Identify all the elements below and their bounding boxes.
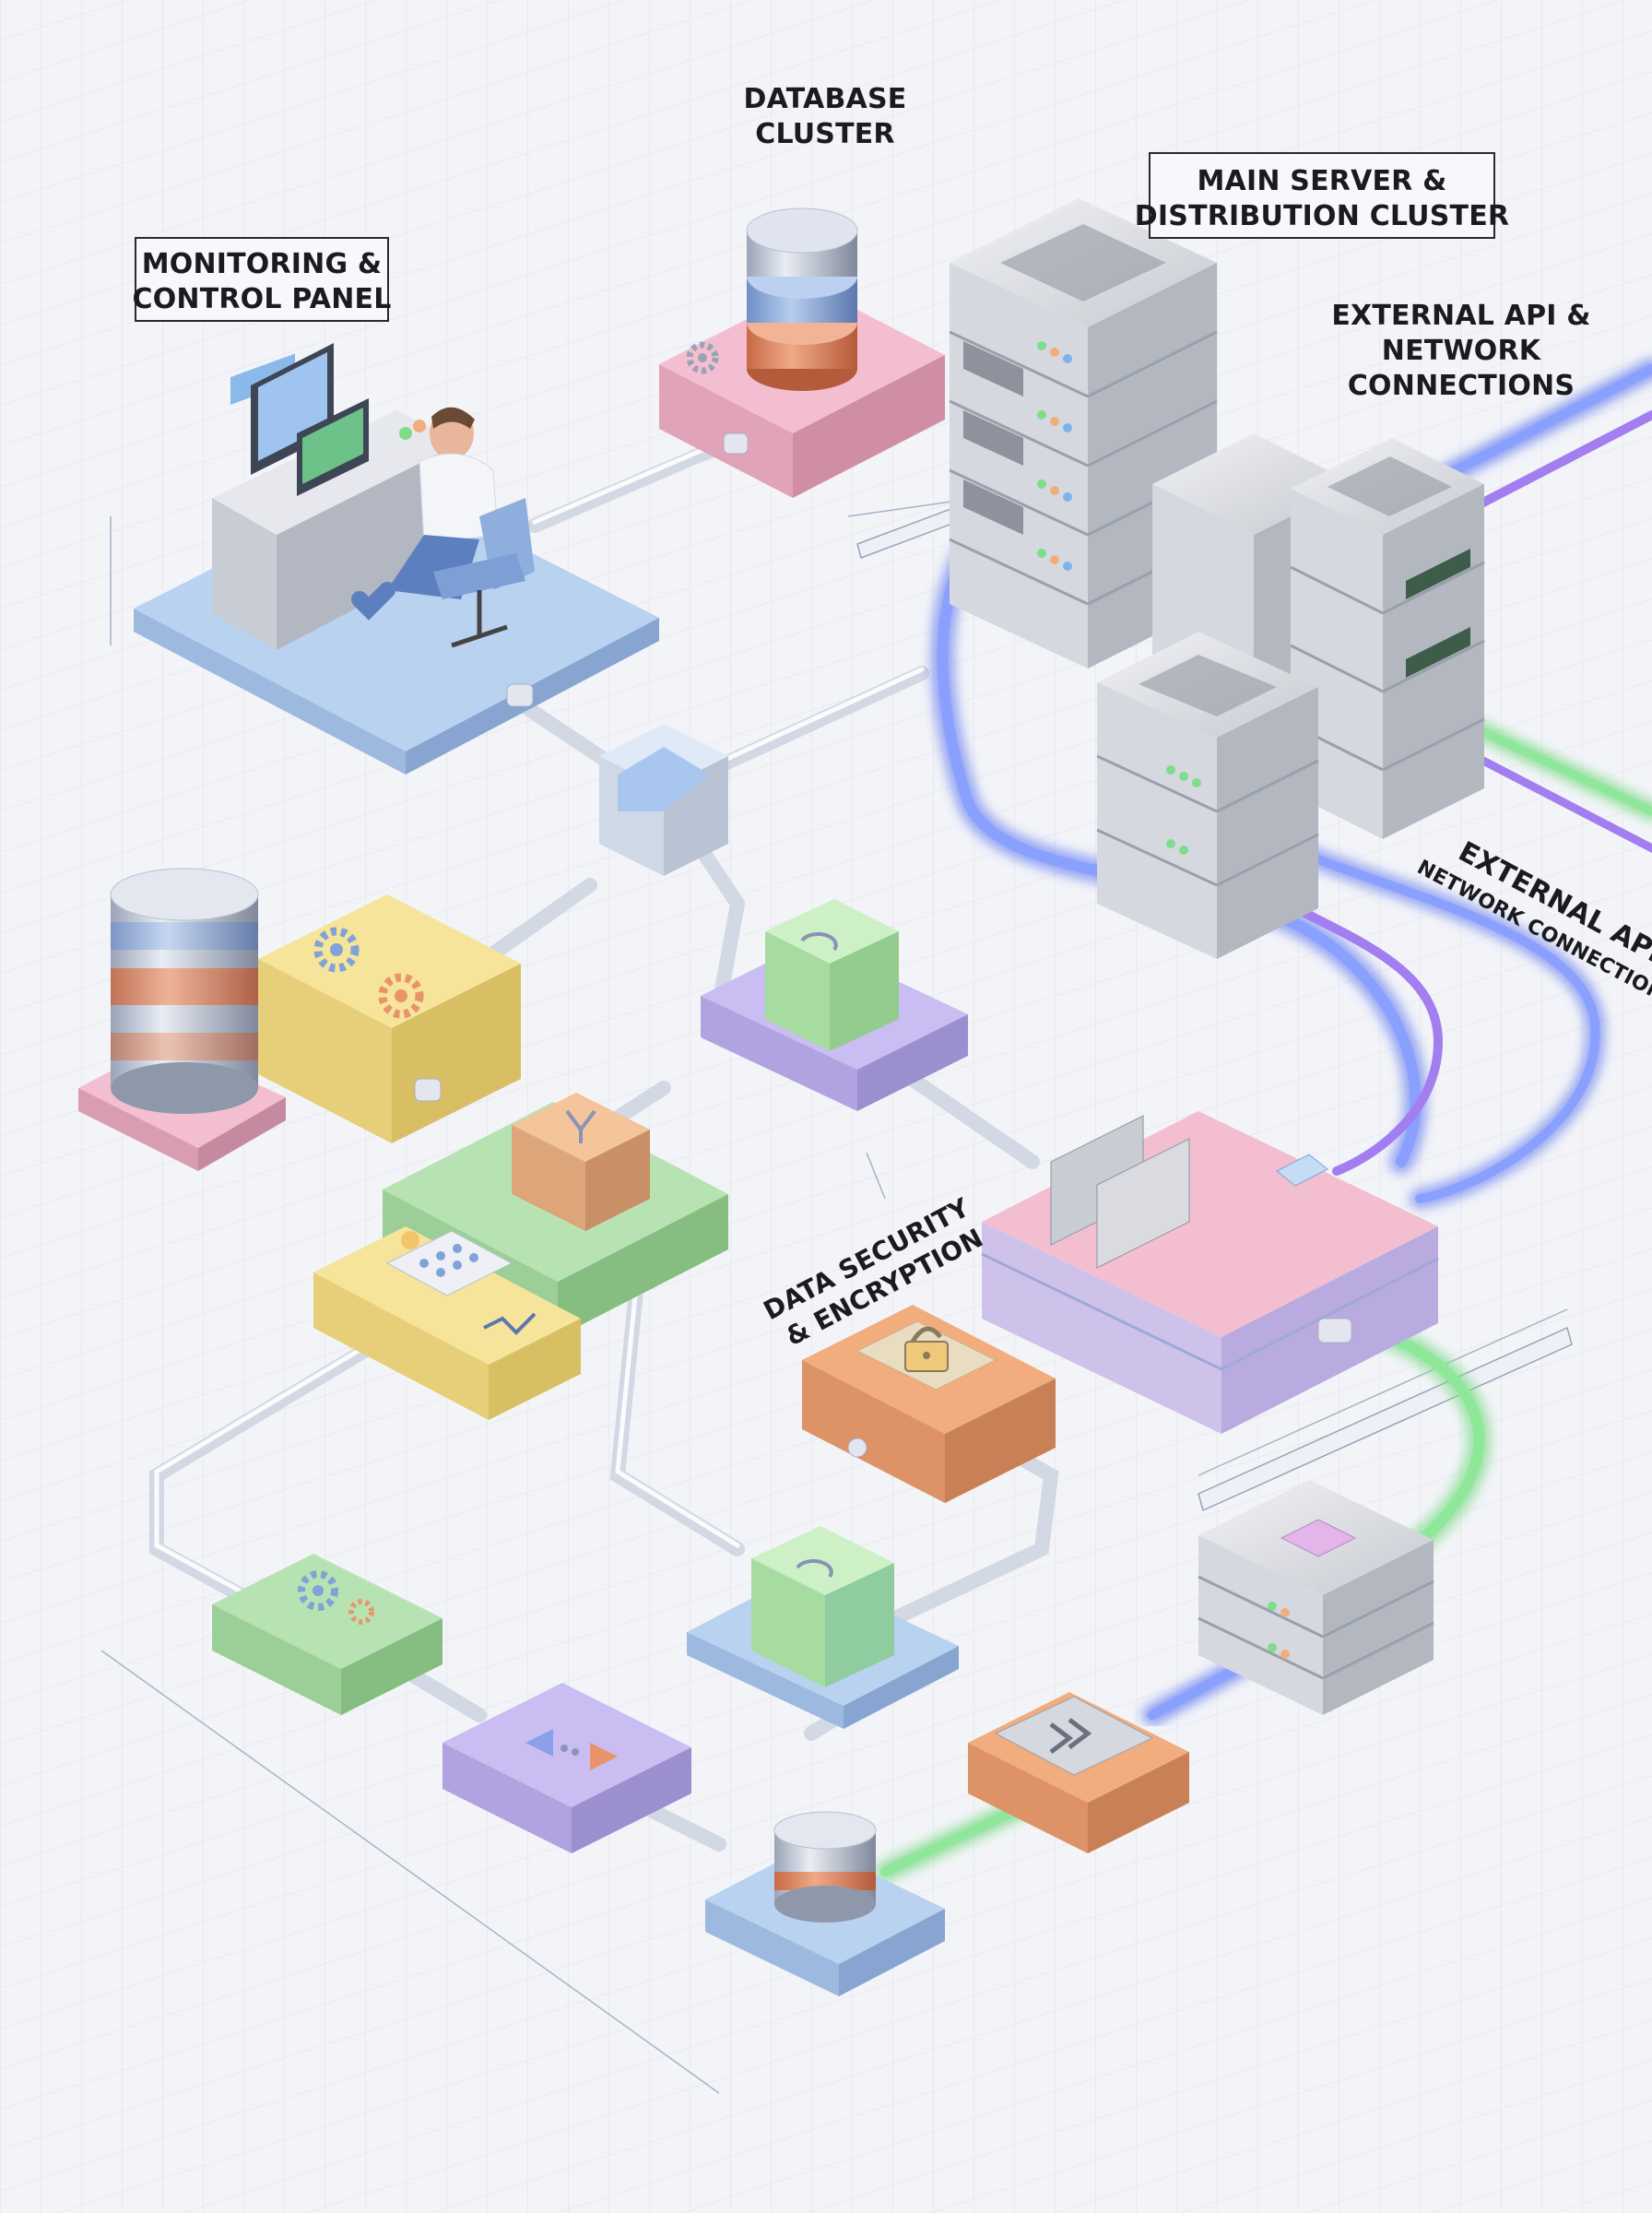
refresh-icon — [800, 931, 838, 952]
label-line: NETWORK — [1382, 335, 1542, 367]
vent-slots — [963, 341, 1023, 535]
knob — [401, 1231, 419, 1249]
chart-icon — [483, 1312, 537, 1335]
port-connector — [506, 683, 534, 707]
dimension-lines — [100, 497, 1568, 2094]
monitoring-control-panel — [134, 343, 659, 775]
status-led — [1037, 341, 1072, 571]
card-slot — [1050, 1115, 1190, 1269]
gear-icon — [378, 973, 424, 1019]
merge-icon — [565, 1109, 596, 1143]
gear-icon — [686, 341, 719, 374]
gear-icon — [348, 1599, 374, 1625]
forwarding-module — [968, 1692, 1189, 1853]
label-line: MONITORING & — [142, 248, 383, 280]
backup-database — [705, 1811, 945, 1996]
main-server-tower — [949, 198, 1218, 669]
control-button — [413, 420, 426, 432]
label-monitoring: MONITORING & CONTROL PANEL — [132, 237, 391, 322]
gear-icon — [298, 1570, 338, 1611]
refresh-icon — [796, 1558, 833, 1579]
processing-module — [258, 894, 521, 1143]
label-external-api: EXTERNAL API & NETWORK CONNECTIONS — [1331, 300, 1590, 402]
label-database-cluster: DATABASE CLUSTER — [744, 83, 907, 150]
sync-node-lower — [687, 1526, 959, 1729]
label-line: CLUSTER — [755, 118, 895, 150]
data-security-module — [802, 1305, 1056, 1503]
port-connector — [414, 1078, 442, 1102]
port-connector — [847, 1438, 867, 1458]
gear-icon — [313, 927, 360, 973]
control-button — [399, 427, 412, 440]
status-led — [1268, 1602, 1290, 1659]
transfer-module — [442, 1683, 691, 1853]
lock-icon — [904, 1326, 949, 1372]
arrows-icon — [525, 1729, 618, 1770]
storage-stack — [78, 868, 286, 1171]
status-indicator — [1276, 1154, 1328, 1187]
keypad-icon — [419, 1244, 478, 1277]
port-connector — [723, 432, 749, 455]
chip-indicator — [1280, 1519, 1357, 1557]
label-main-server: MAIN SERVER & DISTRIBUTION CLUSTER — [1135, 152, 1509, 239]
label-line: MAIN SERVER & — [1197, 165, 1446, 197]
glass-pipes-highlight — [154, 436, 925, 1604]
router-hub — [599, 724, 728, 876]
label-line: EXTERNAL API & — [1331, 300, 1590, 332]
operator-figure — [351, 407, 535, 648]
upload-arrow-icon — [618, 747, 710, 811]
vent-grille — [1000, 224, 1166, 302]
double-chevron-icon — [1049, 1718, 1092, 1754]
control-module — [313, 1226, 581, 1420]
database-icon — [110, 868, 259, 1114]
label-line: DISTRIBUTION CLUSTER — [1135, 200, 1509, 232]
server-cluster — [1096, 433, 1485, 959]
network-switch — [981, 1111, 1439, 1434]
port-connector — [1317, 1318, 1352, 1343]
database-icon — [773, 1811, 877, 1923]
sync-node-upper — [701, 899, 968, 1111]
control-knobs — [230, 353, 295, 406]
config-module — [212, 1554, 442, 1715]
database-cluster — [659, 207, 945, 498]
edge-server — [1198, 1480, 1434, 1715]
label-line: DATABASE — [744, 83, 907, 115]
label-line: CONTROL PANEL — [132, 283, 391, 315]
label-line: CONNECTIONS — [1348, 370, 1575, 402]
